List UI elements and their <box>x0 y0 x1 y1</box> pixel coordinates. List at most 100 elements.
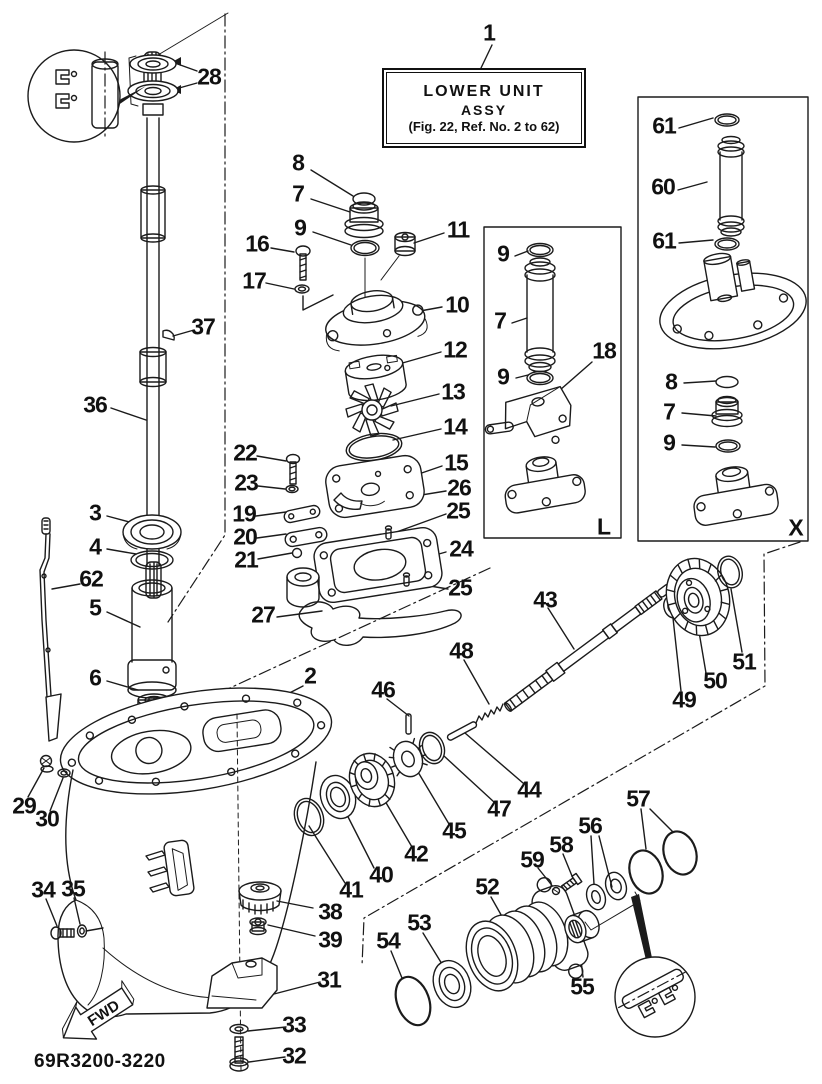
callout-15: 15 <box>444 449 469 476</box>
title-line-1: LOWER UNIT <box>423 82 545 100</box>
callout-61: 61 <box>652 227 677 254</box>
callout-50: 50 <box>703 667 728 694</box>
seal-housing-part-7-x <box>711 395 743 428</box>
callout-7: 7 <box>292 180 305 207</box>
inset-l-letter: L <box>596 513 612 540</box>
callout-43: 43 <box>533 586 558 613</box>
callout-31: 31 <box>317 966 342 993</box>
callout-39: 39 <box>318 926 343 953</box>
bracket-part-18 <box>484 385 572 444</box>
callout-25: 25 <box>448 574 473 601</box>
o-ring-part-54 <box>394 975 432 1027</box>
callout-17: 17 <box>242 267 267 294</box>
callout-32: 32 <box>282 1042 307 1069</box>
oil-seals-part-28 <box>127 54 179 116</box>
callout-41: 41 <box>339 876 364 903</box>
callout-57: 57 <box>626 785 651 812</box>
pinion-gear-part-42 <box>348 752 396 808</box>
callout-45: 45 <box>442 817 467 844</box>
callout-7: 7 <box>494 307 507 334</box>
callout-21: 21 <box>234 546 259 573</box>
callout-20: 20 <box>233 523 258 550</box>
callout-27: 27 <box>251 601 276 628</box>
ring-part-21 <box>291 547 303 559</box>
gasket-part-35 <box>76 924 88 938</box>
callout-48: 48 <box>449 637 474 664</box>
washer-part-33 <box>229 1023 249 1035</box>
washer-part-30 <box>57 768 71 778</box>
upper-casing-x <box>659 252 807 350</box>
needle-bearing-part-55 <box>564 909 600 944</box>
washer-part-47 <box>418 731 446 765</box>
callout-55: 55 <box>570 973 595 1000</box>
gasket-part-27 <box>298 601 462 646</box>
bearing-part-40 <box>319 774 357 820</box>
callout-9: 9 <box>497 363 510 390</box>
washer-part-17 <box>294 284 310 294</box>
inset-box-x <box>637 96 809 542</box>
bearing-carrier-part-52 <box>465 877 589 992</box>
key-part-26 <box>333 492 363 510</box>
callout-12: 12 <box>443 336 468 363</box>
callout-53: 53 <box>407 909 432 936</box>
callout-8: 8 <box>292 149 305 176</box>
fitting-part-11 <box>380 231 416 281</box>
magnifier-detail-top-left <box>27 49 146 143</box>
callout-29: 29 <box>12 792 37 819</box>
magnifier-detail-bottom-right <box>614 894 696 1038</box>
callout-44: 44 <box>517 776 542 803</box>
impeller-part-13 <box>345 383 399 437</box>
inset-l-contents <box>484 242 586 514</box>
callout-58: 58 <box>549 831 574 858</box>
callout-1: 1 <box>483 19 496 46</box>
callout-59: 59 <box>520 846 545 873</box>
title-box: LOWER UNIT ASSY (Fig. 22, Ref. No. 2 to … <box>382 68 586 148</box>
callout-11: 11 <box>446 216 470 243</box>
link-part-19 <box>283 504 321 524</box>
callout-30: 30 <box>35 805 60 832</box>
callout-54: 54 <box>376 927 401 954</box>
bolt-part-32 <box>229 1036 249 1072</box>
callout-52: 52 <box>475 873 500 900</box>
callout-23: 23 <box>234 469 259 496</box>
bolt-part-22 <box>285 453 301 485</box>
drawing-code: 69R3200-3220 <box>34 1051 166 1072</box>
callout-56: 56 <box>578 812 603 839</box>
title-line-3: (Fig. 22, Ref. No. 2 to 62) <box>408 118 560 134</box>
lower-mount-l <box>504 456 586 514</box>
o-ring-part-51 <box>716 555 744 589</box>
callout-37: 37 <box>191 313 216 340</box>
shift-cam-housing <box>286 567 320 608</box>
tube-part-60 <box>717 135 745 237</box>
spring-part-48 <box>475 703 504 724</box>
callout-24: 24 <box>449 535 474 562</box>
sleeve-part-5 <box>127 579 177 699</box>
callout-22: 22 <box>233 439 258 466</box>
callout-9: 9 <box>497 240 510 267</box>
callout-13: 13 <box>441 378 466 405</box>
reverse-gear-part-50 <box>665 557 731 637</box>
callout-2: 2 <box>304 662 317 689</box>
dowel-pins-part-25 <box>384 525 411 587</box>
link-part-20 <box>284 526 328 548</box>
o-ring-part-8 <box>352 192 376 206</box>
bearing-part-53 <box>432 959 472 1009</box>
o-rings-part-57 <box>628 830 698 895</box>
screw-part-29 <box>39 754 54 773</box>
callout-7: 7 <box>663 398 676 425</box>
callout-16: 16 <box>245 230 270 257</box>
callout-14: 14 <box>443 413 468 440</box>
title-line-2: ASSY <box>460 101 508 118</box>
callout-47: 47 <box>487 795 512 822</box>
callout-8: 8 <box>665 368 678 395</box>
gasket-plate-part-24 <box>313 526 443 604</box>
outer-plate-part-15 <box>325 454 425 519</box>
tube-part-7-l <box>524 257 556 373</box>
bearing-part-3 <box>122 514 182 550</box>
callout-25: 25 <box>446 497 471 524</box>
bolt-part-16 <box>295 245 311 281</box>
callout-46: 46 <box>371 676 396 703</box>
shift-rod-part-62 <box>39 517 62 742</box>
